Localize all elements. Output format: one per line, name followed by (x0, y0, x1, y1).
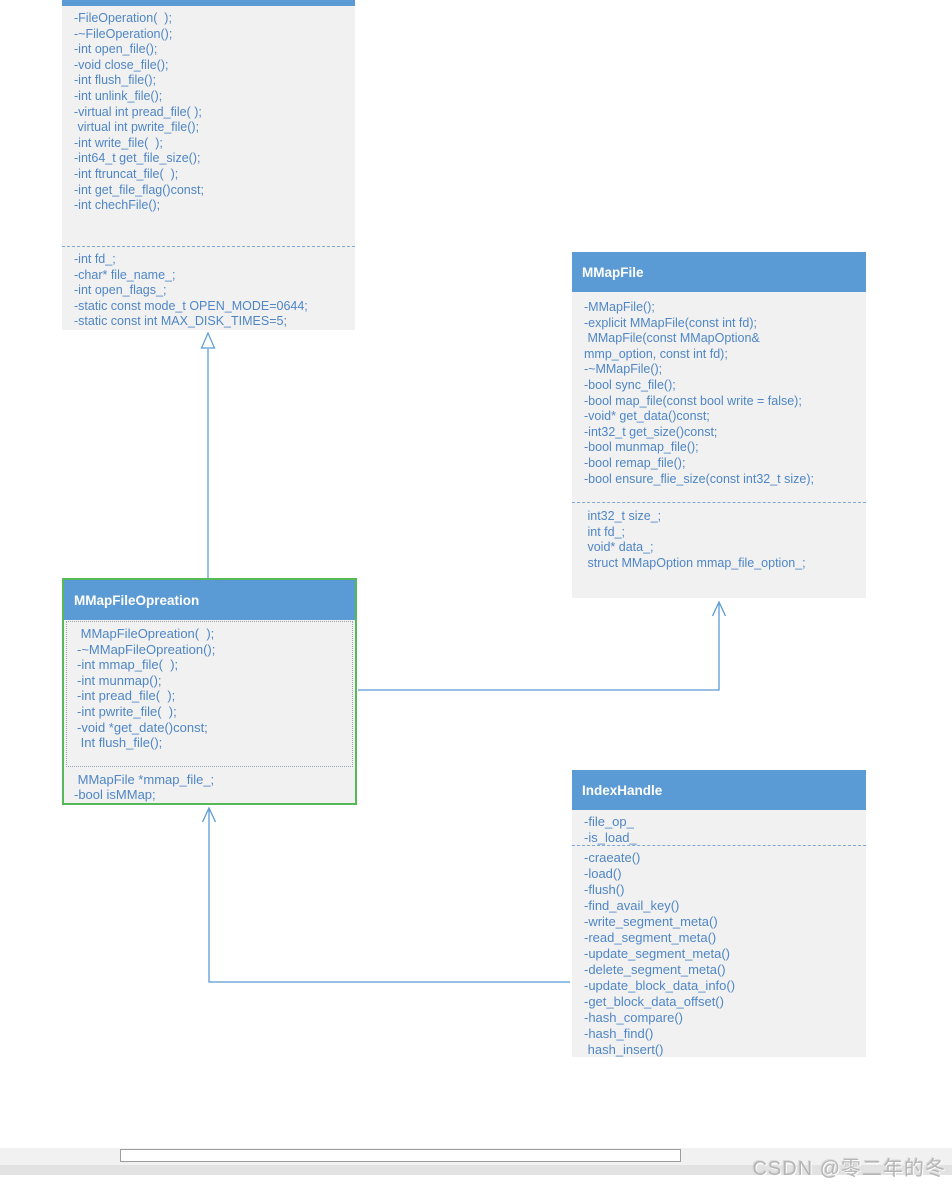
member-line: -~MMapFile(); (584, 362, 663, 377)
class-indexhandle-body: -file_op_-is_load_ -craeate()-load()-flu… (572, 810, 866, 1057)
member-line: -update_block_data_info() (584, 978, 736, 993)
member-line: int32_t size_; (584, 509, 662, 523)
indexhandle-fields: -file_op_-is_load_ (572, 810, 866, 845)
class-fileoperation-body: -FileOperation( );-~FileOperation();-int… (62, 6, 355, 330)
csdn-watermark: CSDN @零二年的冬 (752, 1158, 946, 1180)
member-line: -load() (584, 866, 622, 881)
member-line: -int pread_file( ); (77, 688, 176, 704)
fileoperation-methods: -FileOperation( );-~FileOperation();-int… (62, 6, 355, 246)
member-line: Int flush_file(); (77, 735, 163, 751)
member-line: struct MMapOption mmap_file_option_; (584, 555, 806, 570)
class-title: MMapFile (582, 264, 644, 280)
member-line: -void* get_data()const; (584, 409, 710, 424)
member-line: -int unlink_file(); (74, 88, 163, 103)
member-line: -bool remap_file(); (584, 455, 686, 470)
member-line: MMapFileOpreation( ); (77, 626, 215, 641)
member-line: -int pwrite_file( ); (77, 703, 177, 719)
indexhandle-methods: -craeate()-load()-flush()-find_avail_key… (572, 845, 866, 1058)
class-mmapfile-body: -MMapFile();-explicit MMapFile(const int… (572, 292, 866, 598)
member-line: -int ftruncat_file( ); (74, 166, 179, 181)
member-line: -int open_flags_; (74, 283, 167, 298)
bottom-scrollbar-track[interactable] (120, 1149, 681, 1162)
member-line: -flush() (584, 882, 625, 897)
member-line: -static const mode_t OPEN_MODE=0644; (74, 298, 308, 313)
class-indexhandle-header: IndexHandle (572, 770, 866, 810)
member-line: -get_block_data_offset() (584, 994, 724, 1009)
association-arrow-mmapfileoperation[interactable] (201, 806, 571, 983)
member-line: -int open_file(); (74, 42, 158, 57)
member-line: -~MMapFileOpreation(); (77, 641, 216, 657)
member-line: void* data_; (584, 540, 654, 555)
member-line: -bool sync_file(); (584, 377, 676, 392)
class-title: IndexHandle (582, 782, 663, 798)
class-mmapfile-header: MMapFile (572, 252, 866, 292)
member-line: -hash_find() (584, 1026, 654, 1041)
class-mmapfileoperation-body: MMapFileOpreation( );-~MMapFileOpreation… (64, 620, 355, 803)
class-mmapfileoperation-header: MMapFileOpreation (64, 580, 355, 620)
member-line: -static const int MAX_DISK_TIMES=5; (74, 314, 287, 329)
member-line: -int fd_; (74, 252, 116, 267)
mmapfileoperation-methods: MMapFileOpreation( );-~MMapFileOpreation… (66, 621, 353, 767)
member-line: int fd_; (584, 524, 626, 539)
member-line: -write_segment_meta() (584, 914, 718, 929)
class-mmapfileoperation[interactable]: MMapFileOpreation MMapFileOpreation( );-… (62, 578, 357, 805)
member-line: -int chechFile(); (74, 198, 161, 213)
member-line: hash_insert() (584, 1042, 664, 1057)
member-line: -int flush_file(); (74, 73, 156, 88)
member-line: -is_load_ (584, 830, 637, 845)
member-line: -bool map_file(const bool write = false)… (584, 393, 802, 408)
mmapfileoperation-fields: MMapFile *mmap_file_;-bool isMMap; (64, 767, 355, 803)
member-line: -MMapFile(); (584, 300, 655, 314)
member-line: -update_segment_meta() (584, 946, 730, 961)
member-line: -int munmap(); (77, 672, 162, 688)
member-line: -virtual int pread_file( ); (74, 104, 202, 119)
member-line: -char* file_name_; (74, 267, 176, 282)
fileoperation-fields: -int fd_;-char* file_name_;-int open_fla… (62, 246, 355, 330)
mmapfile-methods: -MMapFile();-explicit MMapFile(const int… (572, 292, 866, 502)
mmapfile-fields: int32_t size_; int fd_; void* data_; str… (572, 502, 866, 598)
member-line: virtual int pwrite_file(); (74, 120, 200, 135)
member-line: -~FileOperation(); (74, 26, 173, 41)
member-line: -void close_file(); (74, 57, 169, 72)
member-line: -int64_t get_file_size(); (74, 151, 201, 166)
member-line: -hash_compare() (584, 1010, 683, 1025)
member-line: -FileOperation( ); (74, 11, 172, 25)
member-line: -craeate() (584, 850, 641, 865)
member-line: -file_op_ (584, 814, 634, 829)
member-line: -bool munmap_file(); (584, 440, 699, 455)
class-mmapfile[interactable]: MMapFile -MMapFile();-explicit MMapFile(… (572, 252, 866, 598)
generalization-arrow-fileoperation[interactable] (200, 331, 216, 578)
class-indexhandle[interactable]: IndexHandle -file_op_-is_load_ -craeate(… (572, 770, 866, 1057)
class-title: MMapFileOpreation (74, 592, 200, 608)
member-line: -read_segment_meta() (584, 930, 717, 945)
class-fileoperation[interactable]: -FileOperation( );-~FileOperation();-int… (62, 0, 355, 330)
member-line: -int32_t get_size()const; (584, 424, 718, 439)
member-line: -bool ensure_flie_size(const int32_t siz… (584, 471, 814, 486)
member-line: -int mmap_file( ); (77, 657, 179, 673)
association-arrow-mmapfile[interactable] (358, 600, 727, 691)
footer-strip-dark (0, 1165, 952, 1175)
member-line: -delete_segment_meta() (584, 962, 726, 977)
member-line: -bool isMMap; (74, 787, 156, 803)
member-line: -void *get_date()const; (77, 719, 208, 735)
member-line: -int get_file_flag()const; (74, 182, 204, 197)
member-line: MMapFile(const MMapOption& mmp_option, c… (584, 331, 760, 361)
member-line: -find_avail_key() (584, 898, 680, 913)
class-fileoperation-header (62, 0, 355, 6)
member-line: -int write_file( ); (74, 135, 163, 150)
member-line: -explicit MMapFile(const int fd); (584, 315, 757, 330)
member-line: MMapFile *mmap_file_; (74, 771, 215, 787)
